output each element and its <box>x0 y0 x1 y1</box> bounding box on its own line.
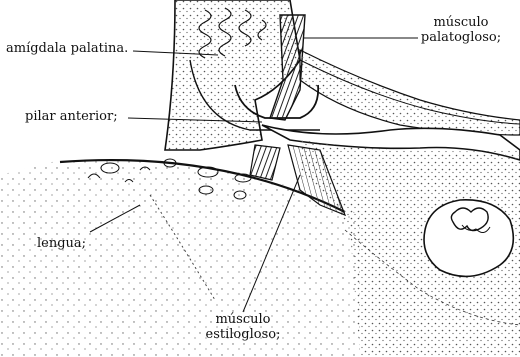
label-estilogloso-line1: músculo <box>205 312 281 327</box>
label-pilar-anterior: pilar anterior; <box>25 109 118 124</box>
palatoglossus-lower <box>250 145 280 180</box>
tooth-illustration <box>424 200 513 277</box>
label-palatogloso-line1: músculo <box>420 15 502 30</box>
label-lengua: lengua; <box>37 236 86 251</box>
label-estilogloso-line2: estilogloso; <box>205 327 281 342</box>
soft-palate-band <box>300 50 520 135</box>
label-musculo-estilogloso: músculo estilogloso; <box>205 312 281 342</box>
label-musculo-palatogloso: músculo palatogloso; <box>420 15 502 45</box>
label-amigdala-palatina: amígdala palatina. <box>6 41 128 56</box>
label-palatogloso-line2: palatogloso; <box>420 30 502 45</box>
